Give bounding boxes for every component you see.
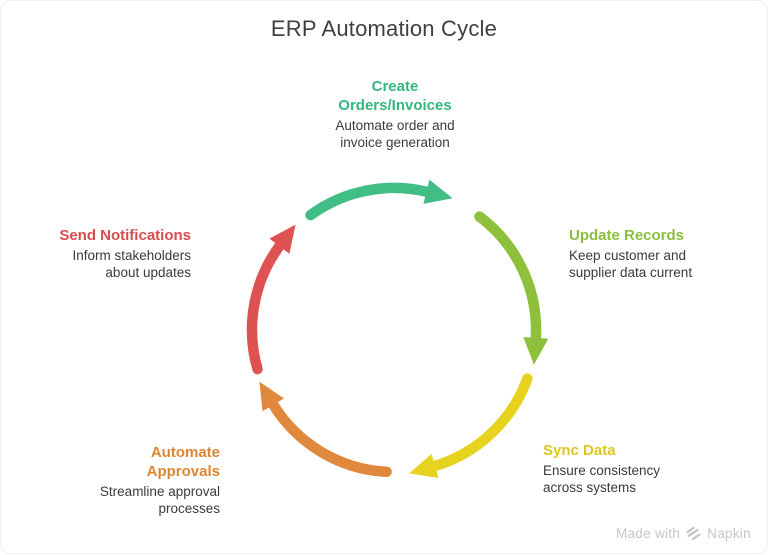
watermark-brand: Napkin — [707, 526, 751, 541]
node-label-sync-data: Sync Data Ensure consistency across syst… — [543, 442, 723, 496]
napkin-watermark[interactable]: Made with Napkin — [616, 525, 751, 542]
node-title: Update Records — [569, 227, 685, 244]
node-description: Ensure consistency across systems — [543, 462, 661, 496]
cycle-arc-automate-approvals — [267, 397, 392, 478]
cycle-arrowhead-create-orders-invoices — [423, 179, 453, 204]
node-title: Sync Data — [543, 442, 616, 459]
cycle-arc-send-notifications — [246, 239, 286, 375]
cycle-arrowhead-sync-data — [409, 453, 439, 478]
node-label-update-records: Update Records Keep customer and supplie… — [569, 227, 749, 281]
cycle-arrowhead-send-notifications — [269, 224, 296, 254]
node-title: Send Notifications — [59, 227, 191, 244]
cycle-arc-create-orders-invoices — [305, 182, 434, 221]
watermark-prefix: Made with — [615, 526, 681, 541]
node-label-automate-approvals: Automate Approvals Streamline approval p… — [40, 444, 220, 517]
cycle-arrowhead-automate-approvals — [259, 381, 284, 412]
cycle-arc-sync-data — [427, 373, 533, 472]
napkin-logo-icon — [686, 526, 701, 541]
node-description: Automate order and invoice generation — [335, 117, 455, 150]
node-label-send-notifications: Send Notifications Inform stakeholders a… — [11, 227, 191, 281]
node-title: Create Orders/Invoices — [338, 78, 452, 114]
node-description: Streamline approval processes — [99, 483, 220, 516]
node-label-create-orders-invoices: Create Orders/Invoices Automate order an… — [290, 78, 500, 151]
cycle-arrowhead-update-records — [523, 337, 549, 365]
node-description: Inform stakeholders about updates — [72, 247, 191, 281]
page-title: ERP Automation Cycle — [270, 16, 498, 41]
node-description: Keep customer and supplier data current — [569, 247, 693, 281]
node-title: Automate Approvals — [146, 444, 220, 480]
cycle-arc-update-records — [474, 211, 542, 346]
